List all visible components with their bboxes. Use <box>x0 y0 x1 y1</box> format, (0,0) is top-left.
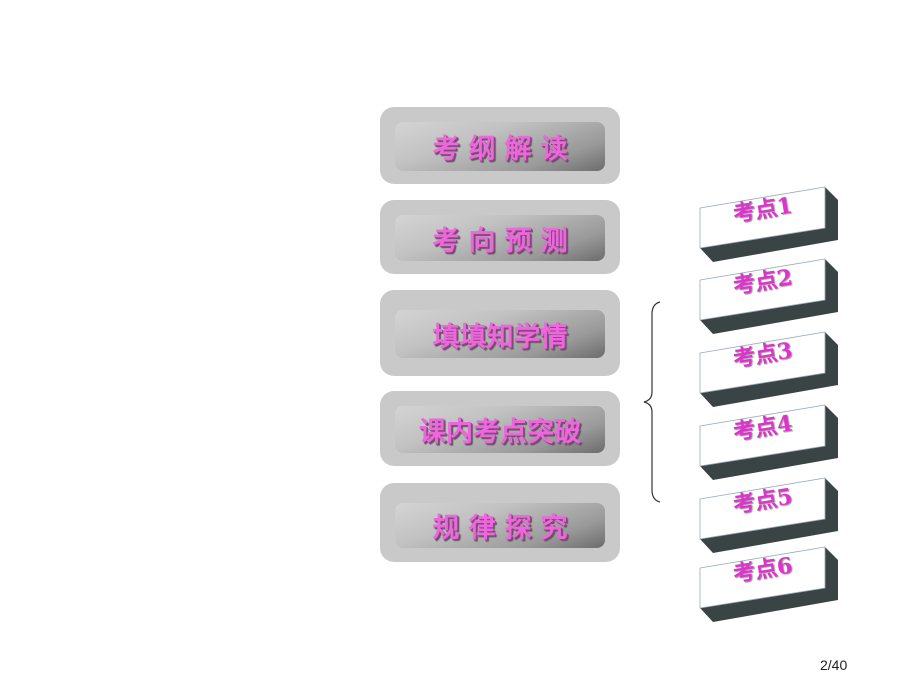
nav-button-face: 填填知学情 <box>395 310 605 358</box>
nav-button-kenei-kaodian-tupo[interactable]: 课内考点突破 <box>380 391 620 466</box>
nav-button-label: 规律探究 <box>432 513 577 544</box>
nav-button-face: 考纲解读 <box>395 122 605 171</box>
nav-button-label: 考向预测 <box>432 225 577 257</box>
nav-button-label: 考纲解读 <box>432 134 577 165</box>
page-number: 2/40 <box>820 657 848 673</box>
kaodian-block-1[interactable]: 考点1 <box>695 182 845 264</box>
nav-button-face: 考向预测 <box>395 215 605 261</box>
nav-button-kaogang-jiedu[interactable]: 考纲解读 <box>380 107 620 184</box>
block-3d-shape <box>699 186 838 262</box>
kaodian-block-6[interactable]: 考点6 <box>695 542 845 624</box>
nav-button-face: 规律探究 <box>395 503 605 548</box>
kaodian-block-5[interactable]: 考点5 <box>695 473 845 555</box>
nav-button-guilv-tanjiu[interactable]: 规律探究 <box>380 483 620 562</box>
kaodian-block-3[interactable]: 考点3 <box>695 327 845 409</box>
nav-button-label: 填填知学情 <box>432 321 568 353</box>
kaodian-block-2[interactable]: 考点2 <box>695 254 845 336</box>
block-3d-shape <box>699 477 838 553</box>
block-3d-shape <box>699 331 838 407</box>
nav-button-tiantian-zhixueqing[interactable]: 填填知学情 <box>380 290 620 376</box>
block-3d-shape <box>699 258 838 334</box>
kaodian-block-4[interactable]: 考点4 <box>695 400 845 482</box>
block-3d-shape <box>699 404 838 480</box>
block-3d-shape <box>699 546 838 622</box>
nav-button-face: 课内考点突破 <box>395 406 605 453</box>
nav-button-label: 课内考点突破 <box>419 417 581 448</box>
nav-button-kaoxiang-yuce[interactable]: 考向预测 <box>380 200 620 274</box>
curly-brace-icon <box>643 301 661 503</box>
